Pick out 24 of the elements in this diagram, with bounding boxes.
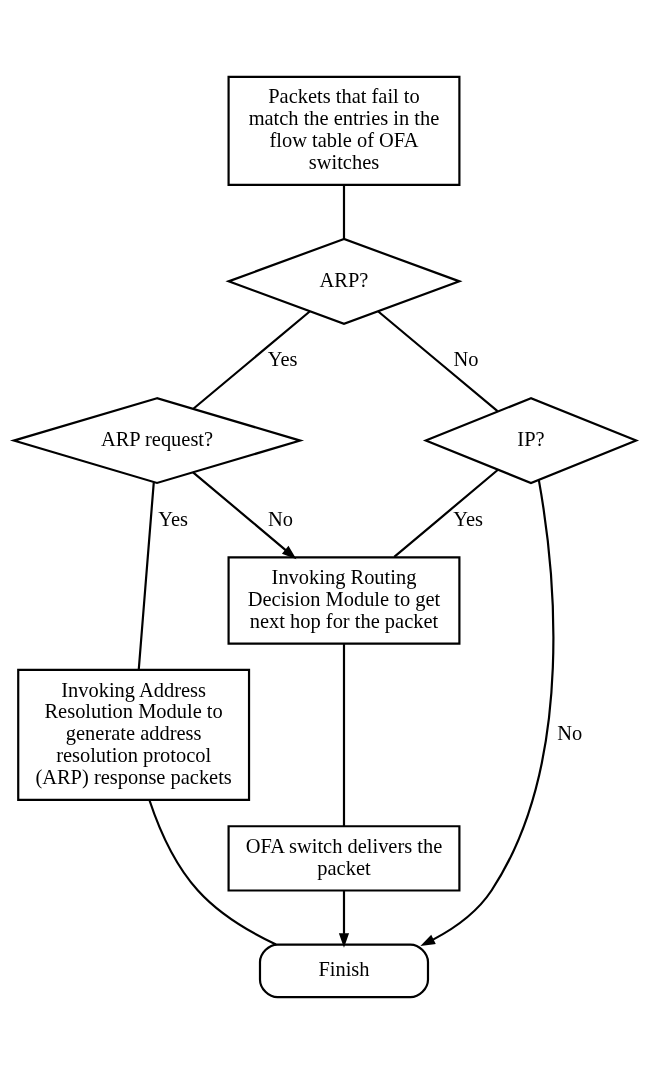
- connector: [393, 468, 499, 558]
- node-diamond: ARP?: [225, 237, 463, 325]
- connector: [137, 482, 155, 670]
- connector: [342, 184, 346, 239]
- arrow: [338, 890, 350, 948]
- node-box: OFA switch delivers the packet: [227, 824, 461, 892]
- edge-label: No: [267, 507, 293, 530]
- connector: [377, 310, 499, 412]
- node-box: Packets that fail to match the entries in the flow table of OFA switches: [227, 75, 461, 186]
- arrow: [192, 471, 297, 559]
- node-diamond: ARP request?: [10, 396, 305, 484]
- node-diamond: IP?: [422, 396, 640, 484]
- connector: [148, 799, 277, 945]
- edge-label: No: [453, 347, 479, 370]
- edge-label: Yes: [158, 507, 188, 530]
- arrow: [420, 479, 555, 946]
- node-box: Finish: [258, 942, 430, 998]
- edge-label: Yes: [267, 347, 298, 370]
- edge-label: No: [557, 721, 583, 744]
- node-box: Invoking Address Resolution Module to generate address resolution protocol (ARP) response packets: [17, 668, 251, 801]
- connector: [342, 643, 346, 826]
- connector: [192, 310, 311, 409]
- edge-label: Yes: [453, 507, 484, 530]
- node-box: Invoking Routing Decision Module to get next hop for the packet: [227, 555, 461, 645]
